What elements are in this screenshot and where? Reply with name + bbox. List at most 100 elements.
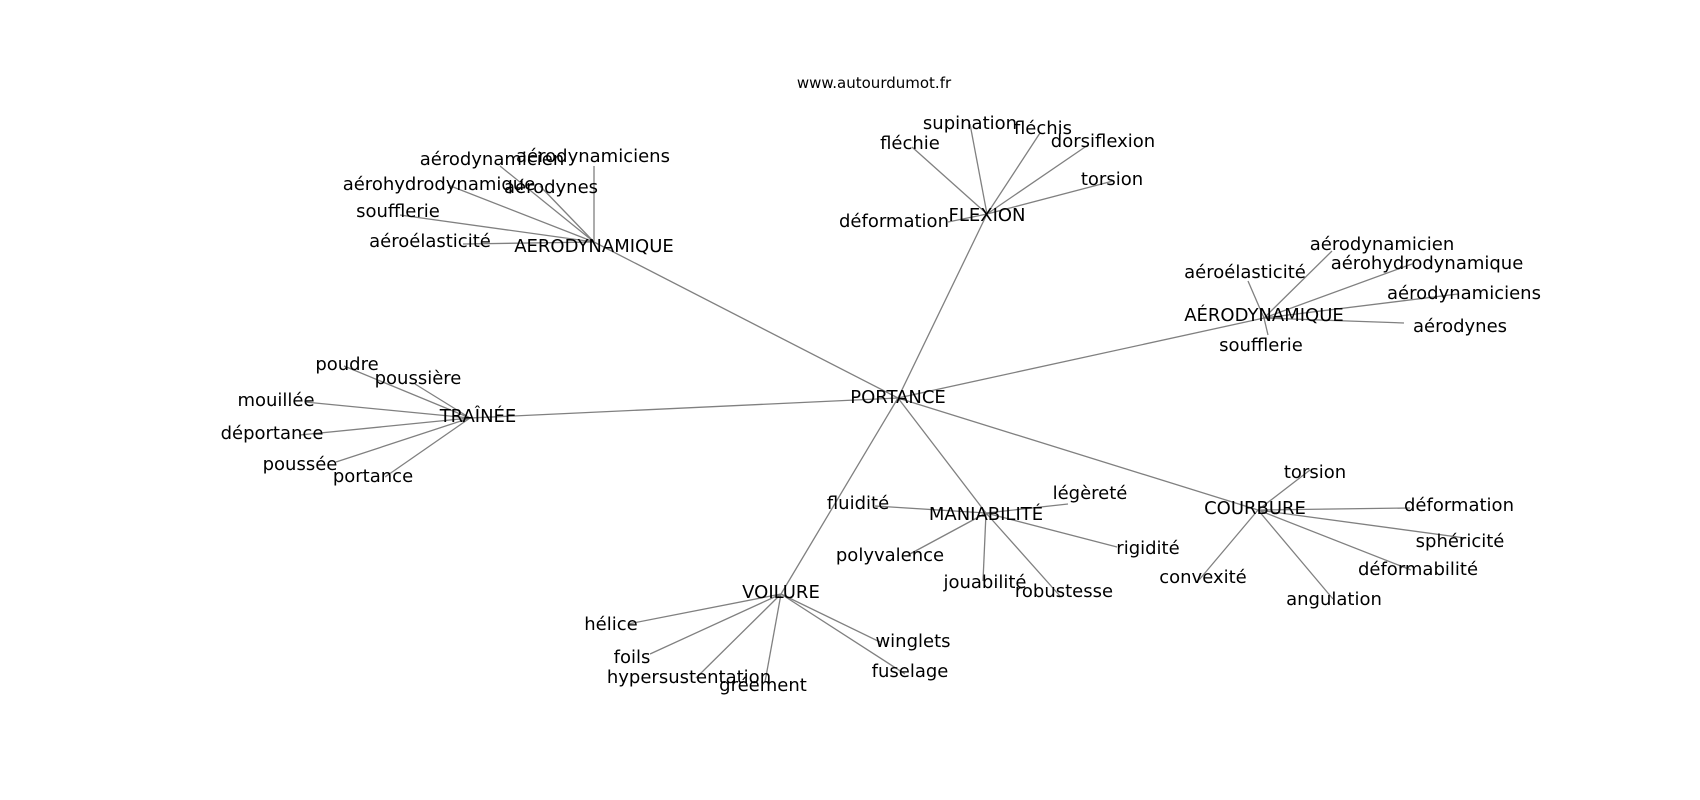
edge-hub-to-term: [1257, 507, 1411, 511]
edge-hub-to-term: [462, 241, 595, 245]
edge-hub-to-term: [986, 144, 1089, 215]
edge-hub-to-term: [627, 593, 782, 625]
edge-center-to-hub: [780, 397, 899, 595]
term-node: soufflerie: [1219, 335, 1303, 356]
term-node: supination: [923, 113, 1017, 134]
edge-hub-to-term: [1257, 509, 1334, 600]
term-node: poussée: [263, 454, 338, 475]
edge-hub-to-term: [1247, 280, 1265, 319]
edge-center-to-hub: [897, 213, 988, 399]
edge-hub-to-term: [539, 185, 595, 243]
term-node: hypersustentation: [607, 667, 771, 688]
term-node: jouabilité: [942, 572, 1026, 593]
term-node: aérodynamiciens: [1387, 283, 1541, 304]
term-node: sphéricité: [1416, 531, 1505, 552]
hub-node: FLEXION: [948, 205, 1025, 226]
edge-center-to-hub: [469, 397, 899, 419]
edge-hub-to-term: [304, 401, 471, 419]
edge-hub-to-term: [649, 593, 782, 655]
edge-center-to-hub: [593, 241, 899, 399]
edge-hub-to-term: [695, 593, 782, 679]
edge-hub-to-term: [1263, 293, 1459, 319]
edge-hub-to-term: [985, 512, 1118, 548]
edge-hub-to-term: [780, 593, 906, 675]
edge-hub-to-term: [299, 417, 471, 436]
center-node: PORTANCE: [850, 387, 946, 408]
term-node: fléchie: [880, 133, 940, 154]
edge-center-to-hub: [897, 397, 1259, 511]
edge-hub-to-term: [1198, 509, 1259, 581]
term-node: poussière: [375, 368, 462, 389]
term-node: poudre: [315, 354, 378, 375]
edge-hub-to-term: [1257, 509, 1412, 571]
edge-center-to-hub: [897, 317, 1265, 399]
edge-hub-to-term: [399, 214, 595, 243]
edge-hub-to-term: [335, 417, 471, 463]
edge-hub-to-term: [447, 184, 595, 243]
edge-hub-to-term: [874, 505, 987, 514]
graph-labels: PORTANCEAERODYNAMIQUEaérodynamicienaérod…: [221, 113, 1541, 696]
term-node: déformation: [1404, 495, 1514, 516]
term-node: aéroélasticité: [369, 231, 491, 252]
edge-hub-to-term: [985, 512, 1061, 597]
term-node: hélice: [584, 614, 637, 635]
hub-node: MANIABILITÉ: [929, 503, 1043, 525]
term-node: aéroélasticité: [1184, 262, 1306, 283]
term-node: robustesse: [1015, 581, 1113, 602]
edge-hub-to-term: [1257, 509, 1466, 539]
edge-hub-to-term: [985, 503, 1069, 514]
term-node: winglets: [875, 631, 950, 652]
term-node: polyvalence: [836, 545, 944, 566]
hub-node: COURBURE: [1204, 498, 1306, 519]
edge-hub-to-term: [911, 146, 988, 215]
edge-hub-to-term: [982, 512, 987, 582]
edge-hub-to-term: [780, 593, 881, 643]
edge-hub-to-term: [384, 417, 471, 478]
term-node: mouillée: [237, 390, 314, 411]
edge-hub-to-term: [1263, 317, 1405, 324]
edge-hub-to-term: [1263, 263, 1413, 319]
term-node: fléchis: [1014, 118, 1072, 139]
term-node: aérohydrodynamique: [1331, 253, 1524, 274]
edge-hub-to-term: [1257, 469, 1311, 511]
term-node: portance: [333, 466, 413, 487]
edge-hub-to-term: [499, 165, 595, 243]
hub-node: AERODYNAMIQUE: [514, 236, 674, 257]
term-node: aérohydrodynamique: [343, 174, 536, 195]
term-node: déportance: [221, 423, 324, 444]
term-node: soufflerie: [356, 201, 440, 222]
term-node: déformabilité: [1358, 559, 1478, 580]
hub-node: TRAÎNÉE: [439, 405, 517, 427]
term-node: fuselage: [872, 661, 949, 682]
edge-hub-to-term: [414, 383, 471, 419]
edge-hub-to-term: [986, 132, 1041, 215]
term-node: légèreté: [1053, 483, 1128, 504]
source-watermark: www.autourdumot.fr: [797, 74, 952, 92]
edge-hub-to-term: [1263, 250, 1333, 319]
graph-edges: [299, 123, 1466, 683]
term-node: fluidité: [827, 493, 889, 514]
term-node: rigidité: [1116, 538, 1179, 559]
edge-hub-to-term: [947, 213, 988, 223]
term-node: convexité: [1159, 567, 1247, 588]
term-node: aérodynes: [504, 177, 598, 198]
edge-center-to-hub: [897, 397, 987, 514]
edge-hub-to-term: [986, 180, 1114, 215]
term-node: angulation: [1286, 589, 1382, 610]
term-node: dorsiflexion: [1051, 131, 1155, 152]
hub-node: VOILURE: [742, 582, 820, 603]
term-node: aérodynamicien: [1310, 234, 1455, 255]
term-node: torsion: [1081, 169, 1143, 190]
term-node: aérodynamiciens: [516, 146, 670, 167]
term-node: gréement: [719, 675, 807, 696]
edge-hub-to-term: [907, 512, 987, 556]
term-node: aérodynes: [1413, 316, 1507, 337]
edge-hub-to-term: [1263, 317, 1269, 336]
hub-node: AÉRODYNAMIQUE: [1184, 304, 1344, 326]
edge-hub-to-term: [764, 593, 782, 683]
term-node: déformation: [839, 211, 949, 232]
term-node: foils: [614, 647, 651, 668]
term-node: aérodynamicien: [420, 149, 565, 170]
edge-hub-to-term: [343, 365, 471, 419]
